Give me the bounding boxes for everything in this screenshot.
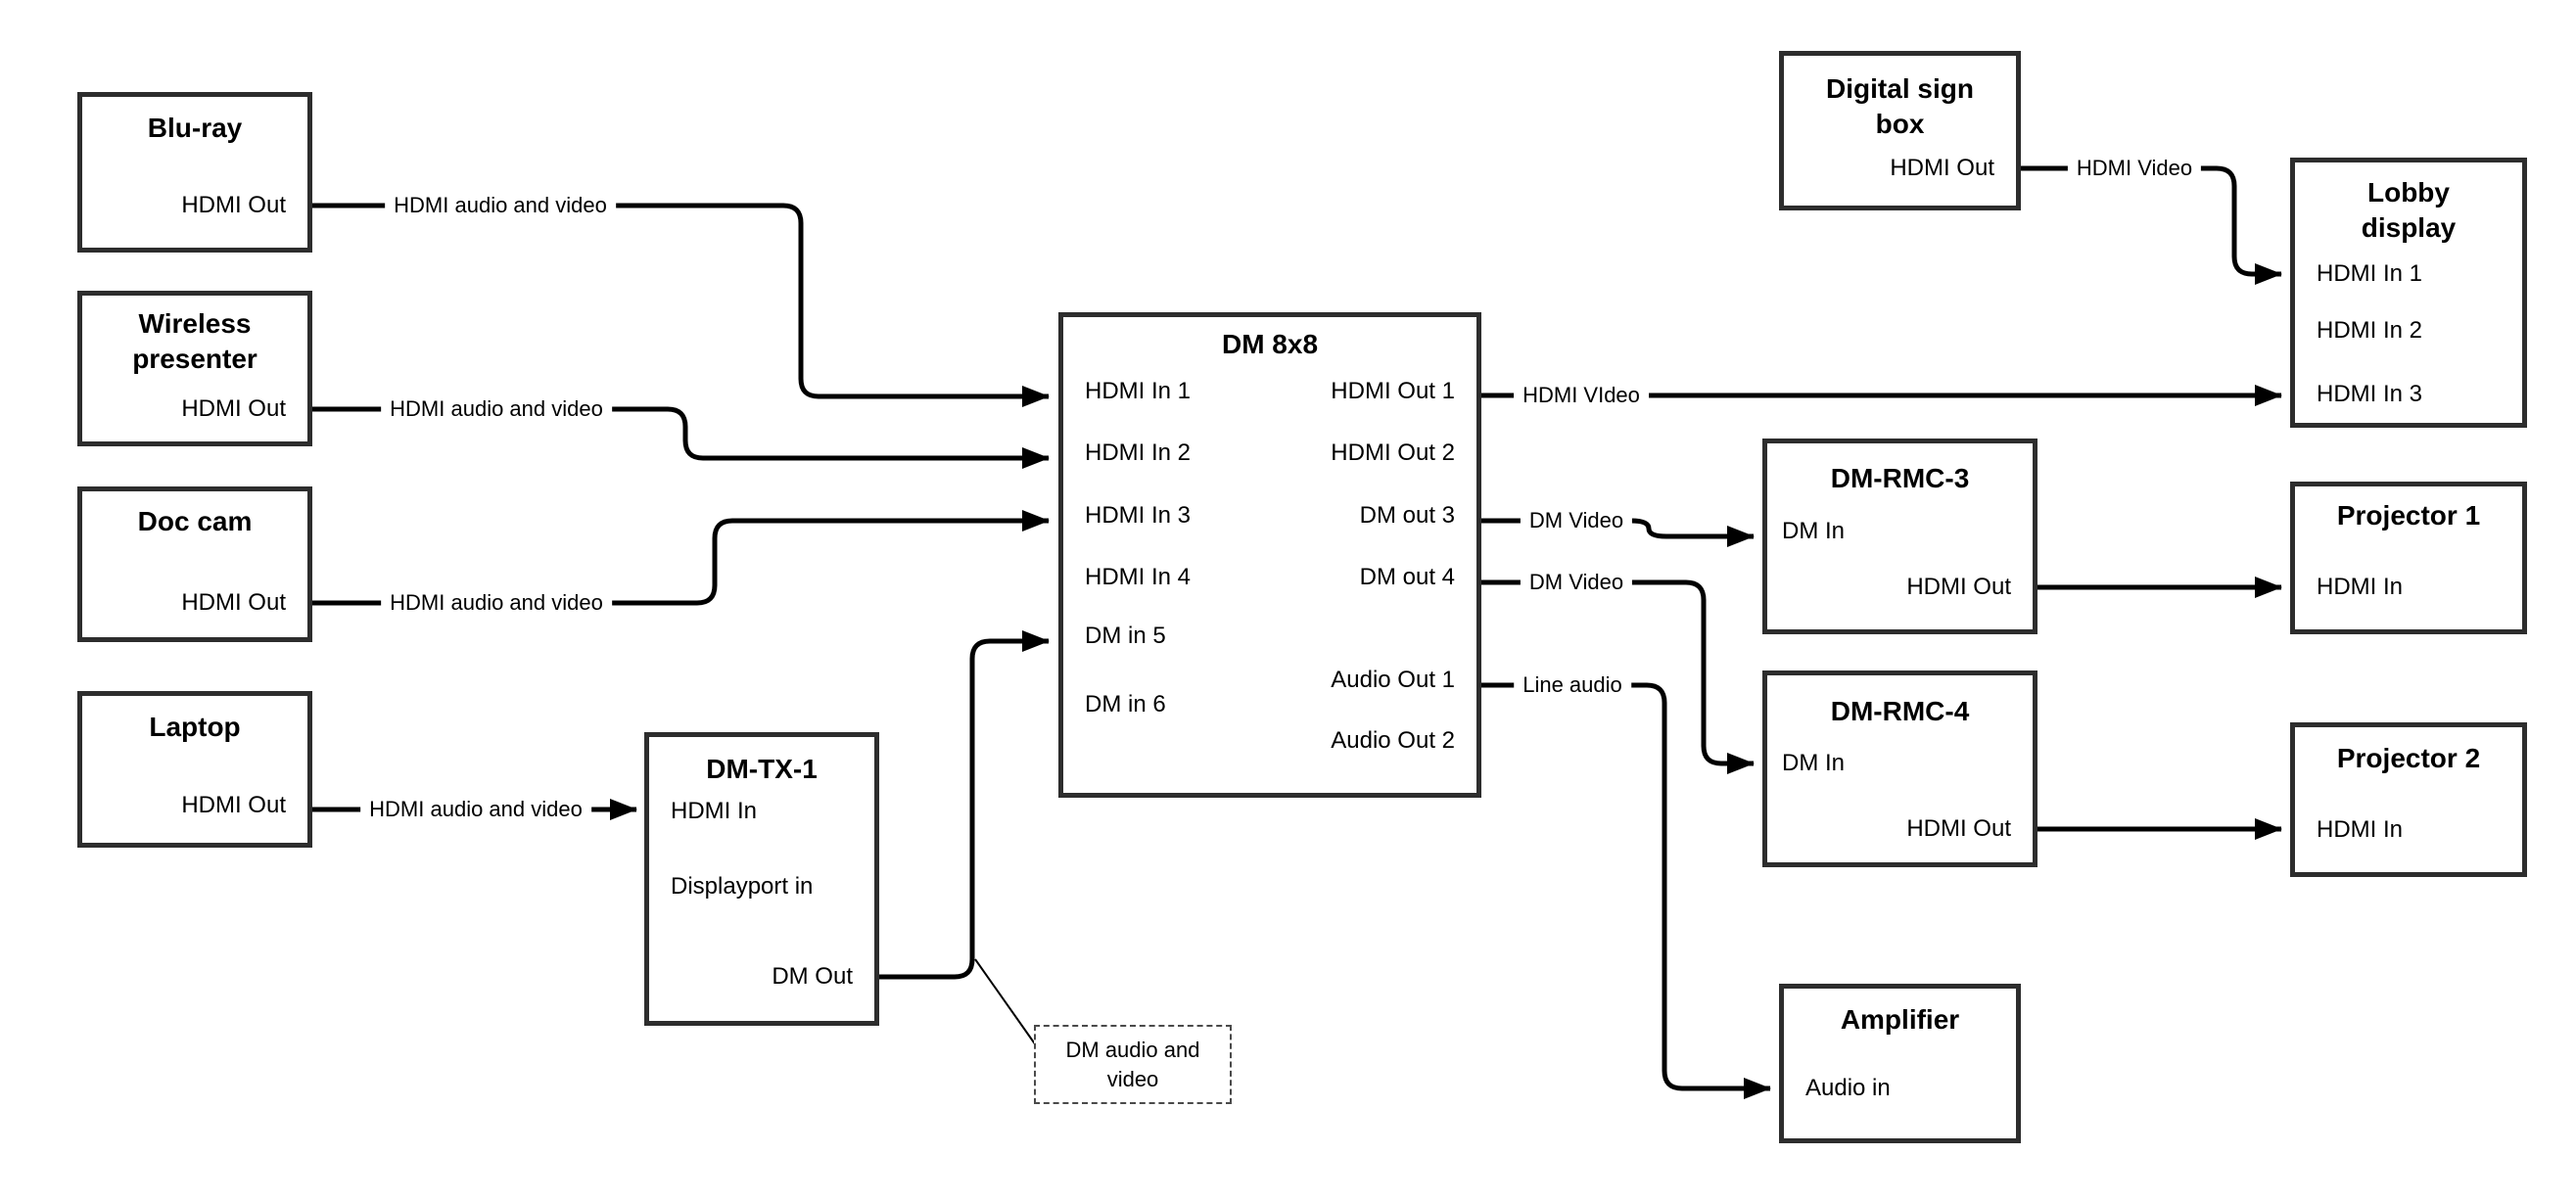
port-dmtx1-hdmi-in: HDMI In xyxy=(671,798,758,824)
label-out4-dm-video: DM Video xyxy=(1520,569,1633,596)
node-amplifier: Amplifier Audio in xyxy=(1779,984,2021,1143)
node-signbox: Digital sign box HDMI Out xyxy=(1779,51,2021,210)
port-dm8x8-dm-in-6: DM in 6 xyxy=(1085,691,1166,717)
node-doccam: Doc cam HDMI Out xyxy=(77,486,312,642)
label-laptop-hdmi-av: HDMI audio and video xyxy=(360,796,591,823)
label-bluray-hdmi-av: HDMI audio and video xyxy=(385,192,616,219)
port-rmc3-dm-in: DM In xyxy=(1782,518,1846,544)
port-dm8x8-dm-out-3: DM out 3 xyxy=(1359,502,1455,529)
port-doccam-hdmi-out: HDMI Out xyxy=(181,589,286,616)
port-lobby-hdmi-in-1: HDMI In 1 xyxy=(2317,260,2423,287)
node-dmtx1: DM-TX-1 HDMI In Displayport in DM Out xyxy=(644,732,879,1026)
label-wireless-hdmi-av: HDMI audio and video xyxy=(381,395,612,423)
port-dm8x8-audio-out-1: Audio Out 1 xyxy=(1331,667,1455,693)
port-rmc4-dm-in: DM In xyxy=(1782,750,1846,776)
port-lobby-hdmi-in-2: HDMI In 2 xyxy=(2317,317,2423,344)
node-wireless-title: Wireless presenter xyxy=(132,308,258,374)
connector-wireless-to-dm8x8-in2 xyxy=(312,406,1050,469)
node-proj1: Projector 1 HDMI In xyxy=(2290,482,2527,634)
label-audio1-line-audio: Line audio xyxy=(1514,671,1631,699)
port-dm8x8-hdmi-in-1: HDMI In 1 xyxy=(1085,378,1192,404)
connector-bluray-to-dm8x8-in1 xyxy=(312,203,1050,407)
connector-dm8x8-out4-to-rmc4 xyxy=(1481,579,1755,774)
node-lobby-title: Lobby display xyxy=(2361,177,2457,243)
node-laptop-title: Laptop xyxy=(149,712,241,742)
node-dmtx1-title: DM-TX-1 xyxy=(706,754,818,784)
port-proj2-hdmi-in: HDMI In xyxy=(2317,816,2404,843)
node-rmc3-title: DM-RMC-3 xyxy=(1830,463,1970,493)
port-dm8x8-hdmi-in-4: HDMI In 4 xyxy=(1085,564,1192,590)
port-dm8x8-dm-in-5: DM in 5 xyxy=(1085,623,1166,649)
note-dm-audio-video: DM audio and video xyxy=(1034,1025,1232,1104)
node-rmc4-title: DM-RMC-4 xyxy=(1830,696,1970,726)
note-leader-line xyxy=(974,958,1037,1046)
port-amplifier-audio-in: Audio in xyxy=(1805,1075,1891,1101)
port-dm8x8-hdmi-out-1: HDMI Out 1 xyxy=(1331,378,1455,404)
port-lobby-hdmi-in-3: HDMI In 3 xyxy=(2317,381,2423,407)
port-laptop-hdmi-out: HDMI Out xyxy=(181,792,286,818)
port-wireless-hdmi-out: HDMI Out xyxy=(181,395,286,422)
port-rmc3-hdmi-out: HDMI Out xyxy=(1906,574,2011,600)
connector-dmtx1-to-dm8x8-in5 xyxy=(879,630,1050,980)
node-bluray-title: Blu-ray xyxy=(147,113,243,143)
connector-signbox-to-lobby-in1 xyxy=(2021,165,2282,285)
node-wireless-presenter: Wireless presenter HDMI Out xyxy=(77,291,312,446)
port-signbox-hdmi-out: HDMI Out xyxy=(1890,155,1994,181)
connector-dm8x8-out3-to-rmc3 xyxy=(1481,518,1755,547)
port-rmc4-hdmi-out: HDMI Out xyxy=(1906,815,2011,842)
node-proj2-title: Projector 2 xyxy=(2336,743,2481,773)
node-dm8x8-title: DM 8x8 xyxy=(1221,329,1319,359)
connector-dm8x8-audio1-to-amp xyxy=(1481,682,1771,1099)
label-out1-hdmi-video: HDMI VIdeo xyxy=(1514,382,1649,409)
label-signbox-hdmi-video: HDMI Video xyxy=(2067,155,2202,182)
node-rmc3: DM-RMC-3 DM In HDMI Out xyxy=(1762,439,2037,634)
label-out3-dm-video: DM Video xyxy=(1520,507,1633,534)
node-proj1-title: Projector 1 xyxy=(2336,500,2481,531)
port-dmtx1-dm-out: DM Out xyxy=(772,963,853,990)
port-dm8x8-hdmi-in-3: HDMI In 3 xyxy=(1085,502,1192,529)
node-rmc4: DM-RMC-4 DM In HDMI Out xyxy=(1762,670,2037,867)
port-dm8x8-dm-out-4: DM out 4 xyxy=(1359,564,1455,590)
connector-doccam-to-dm8x8-in3 xyxy=(312,510,1050,606)
node-amplifier-title: Amplifier xyxy=(1840,1004,1960,1035)
port-proj1-hdmi-in: HDMI In xyxy=(2317,574,2404,600)
node-dm8x8: DM 8x8 HDMI In 1 HDMI In 2 HDMI In 3 HDM… xyxy=(1058,312,1481,798)
node-signbox-title: Digital sign box xyxy=(1826,73,1974,139)
node-proj2: Projector 2 HDMI In xyxy=(2290,722,2527,877)
port-dm8x8-audio-out-2: Audio Out 2 xyxy=(1331,727,1455,754)
node-laptop: Laptop HDMI Out xyxy=(77,691,312,848)
label-doccam-hdmi-av: HDMI audio and video xyxy=(381,589,612,617)
port-dmtx1-displayport-in: Displayport in xyxy=(671,873,814,900)
port-dm8x8-hdmi-in-2: HDMI In 2 xyxy=(1085,439,1192,466)
node-bluray: Blu-ray HDMI Out xyxy=(77,92,312,253)
node-lobby-display: Lobby display HDMI In 1 HDMI In 2 HDMI I… xyxy=(2290,158,2527,428)
port-dm8x8-hdmi-out-2: HDMI Out 2 xyxy=(1331,439,1455,466)
node-doccam-title: Doc cam xyxy=(137,506,253,536)
port-bluray-hdmi-out: HDMI Out xyxy=(181,192,286,218)
